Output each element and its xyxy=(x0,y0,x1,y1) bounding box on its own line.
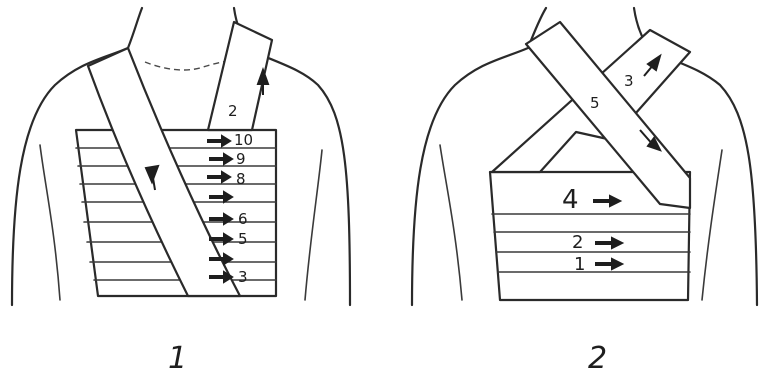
fig2-label-1: 1 xyxy=(574,254,585,275)
fig2-label-5: 5 xyxy=(590,94,600,112)
fig1-label-6: 6 xyxy=(238,210,248,228)
fig1-caption: 1 xyxy=(168,341,187,376)
fig1-neckline xyxy=(145,60,232,70)
fig2-label-4: 4 xyxy=(562,185,579,215)
fig1-label-3: 3 xyxy=(238,268,248,286)
fig1-label-5: 5 xyxy=(238,230,248,248)
fig2-left-arm-line xyxy=(440,145,462,300)
fig1-right-arm-line xyxy=(305,150,322,300)
fig1-left-arm-line xyxy=(40,145,60,300)
fig2-label-3: 3 xyxy=(624,72,634,90)
fig1-label-10: 10 xyxy=(234,131,253,149)
fig1-label-8: 8 xyxy=(236,170,246,188)
fig2-label-2: 2 xyxy=(572,232,583,253)
fig2-right-arm-line xyxy=(702,150,722,300)
figure-1-spiral-chest-bandage: 2 10 9 8 6 5 3 1 xyxy=(12,8,350,376)
fig1-label-9: 9 xyxy=(236,150,246,168)
fig2-caption: 2 xyxy=(588,341,607,376)
fig1-label-2: 2 xyxy=(228,102,238,120)
figure-2-cruciate-chest-bandage: 3 5 4 2 1 2 xyxy=(412,8,757,376)
